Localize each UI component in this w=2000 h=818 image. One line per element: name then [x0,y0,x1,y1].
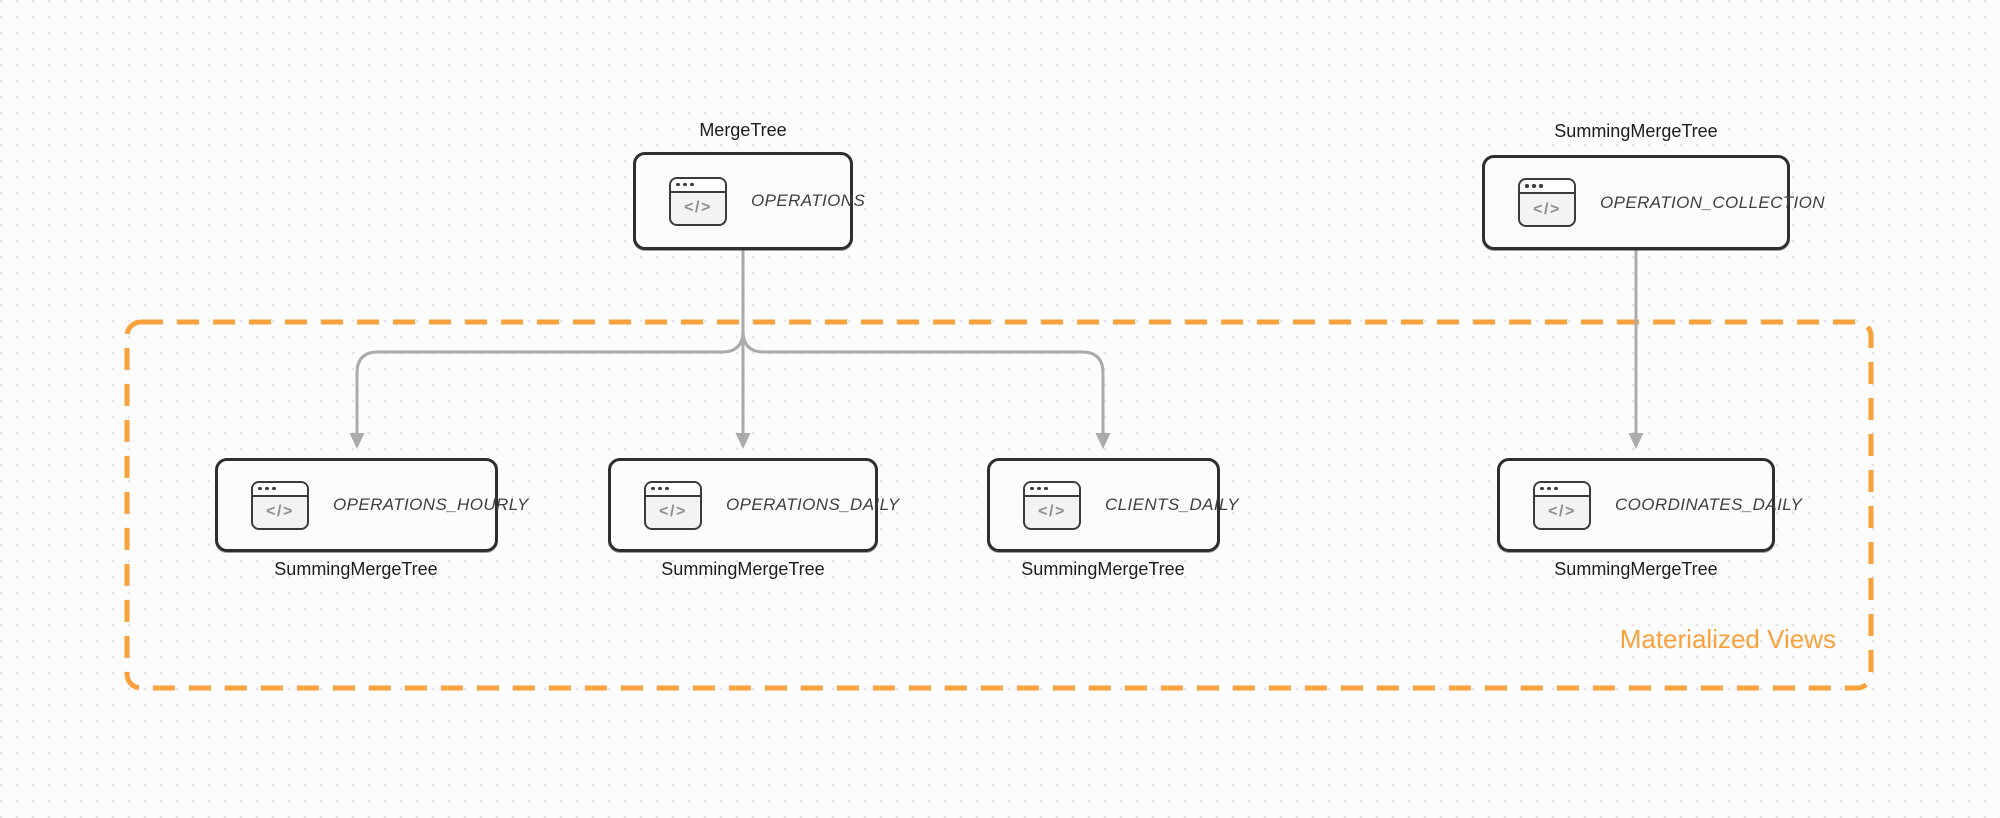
code-window-icon: </> [251,480,309,530]
window-dot [272,486,276,491]
table-node-operations-hourly[interactable]: </> OPERATIONS_HOURLY [215,458,528,552]
window-dot [1539,184,1543,188]
connector-operations-to-hourly [355,250,745,434]
engine-label-summingmergetree-daily: SummingMergeTree [661,559,825,579]
code-glyph: </> [1548,503,1576,520]
code-window-icon: </> [1533,480,1591,530]
table-name: CLIENTS_DAILY [1105,495,1240,514]
table-node-operation-collection[interactable]: </> OPERATION_COLLECTION [1482,155,1825,250]
window-dot [658,486,662,491]
window-titlebar [1520,180,1574,194]
table-node-clients-daily[interactable]: </> CLIENTS_DAILY [987,458,1239,552]
table-name: OPERATION_COLLECTION [1600,192,1825,212]
code-window-icon: </> [644,480,702,530]
window-dot [1030,486,1034,491]
window-dot [1532,184,1536,188]
code-glyph: </> [684,199,712,216]
code-glyph: </> [266,503,294,520]
arrowhead-coordinates [1628,433,1644,449]
window-titlebar [1025,482,1079,497]
table-name: COORDINATES_DAILY [1615,495,1803,514]
code-window-icon: </> [669,176,727,226]
arrowhead-clients [1095,433,1111,449]
window-dot [1554,486,1558,491]
window-dot [265,486,269,491]
engine-label-summingmergetree-clients: SummingMergeTree [1021,559,1185,579]
engine-label-mergetree: MergeTree [699,120,787,140]
window-dot [1547,486,1551,491]
connector-operations-to-clients [741,250,1105,434]
arrowhead-hourly [349,433,365,449]
table-node-operations[interactable]: </> OPERATIONS [633,152,865,250]
window-titlebar [253,482,307,497]
window-dot [1540,486,1544,491]
code-glyph: </> [1533,200,1561,218]
window-dot [683,182,687,187]
code-window-icon: </> [1023,480,1081,530]
code-window-icon: </> [1518,178,1576,227]
window-dot [665,486,669,491]
table-name: OPERATIONS_HOURLY [333,495,529,514]
table-node-operations-daily[interactable]: </> OPERATIONS_DAILY [608,458,899,552]
table-node-coordinates-daily[interactable]: </> COORDINATES_DAILY [1497,458,1802,552]
table-name: OPERATIONS_DAILY [726,495,900,514]
window-dot [690,182,694,187]
window-dot [1037,486,1041,491]
arrowhead-daily [735,433,751,449]
window-dot [1525,184,1529,188]
engine-label-summingmergetree-collection: SummingMergeTree [1554,121,1718,141]
engine-label-summingmergetree-coordinates: SummingMergeTree [1554,559,1718,579]
table-name: OPERATIONS [751,191,866,210]
window-dot [258,486,262,491]
window-dot [1044,486,1048,491]
code-glyph: </> [659,503,687,520]
engine-label-summingmergetree-hourly: SummingMergeTree [274,559,438,579]
code-glyph: </> [1038,503,1066,520]
window-titlebar [671,178,725,193]
window-titlebar [646,482,700,497]
window-titlebar [1535,482,1589,497]
materialized-views-caption: Materialized Views [1619,624,1836,654]
window-dot [676,182,680,187]
window-dot [651,486,655,491]
